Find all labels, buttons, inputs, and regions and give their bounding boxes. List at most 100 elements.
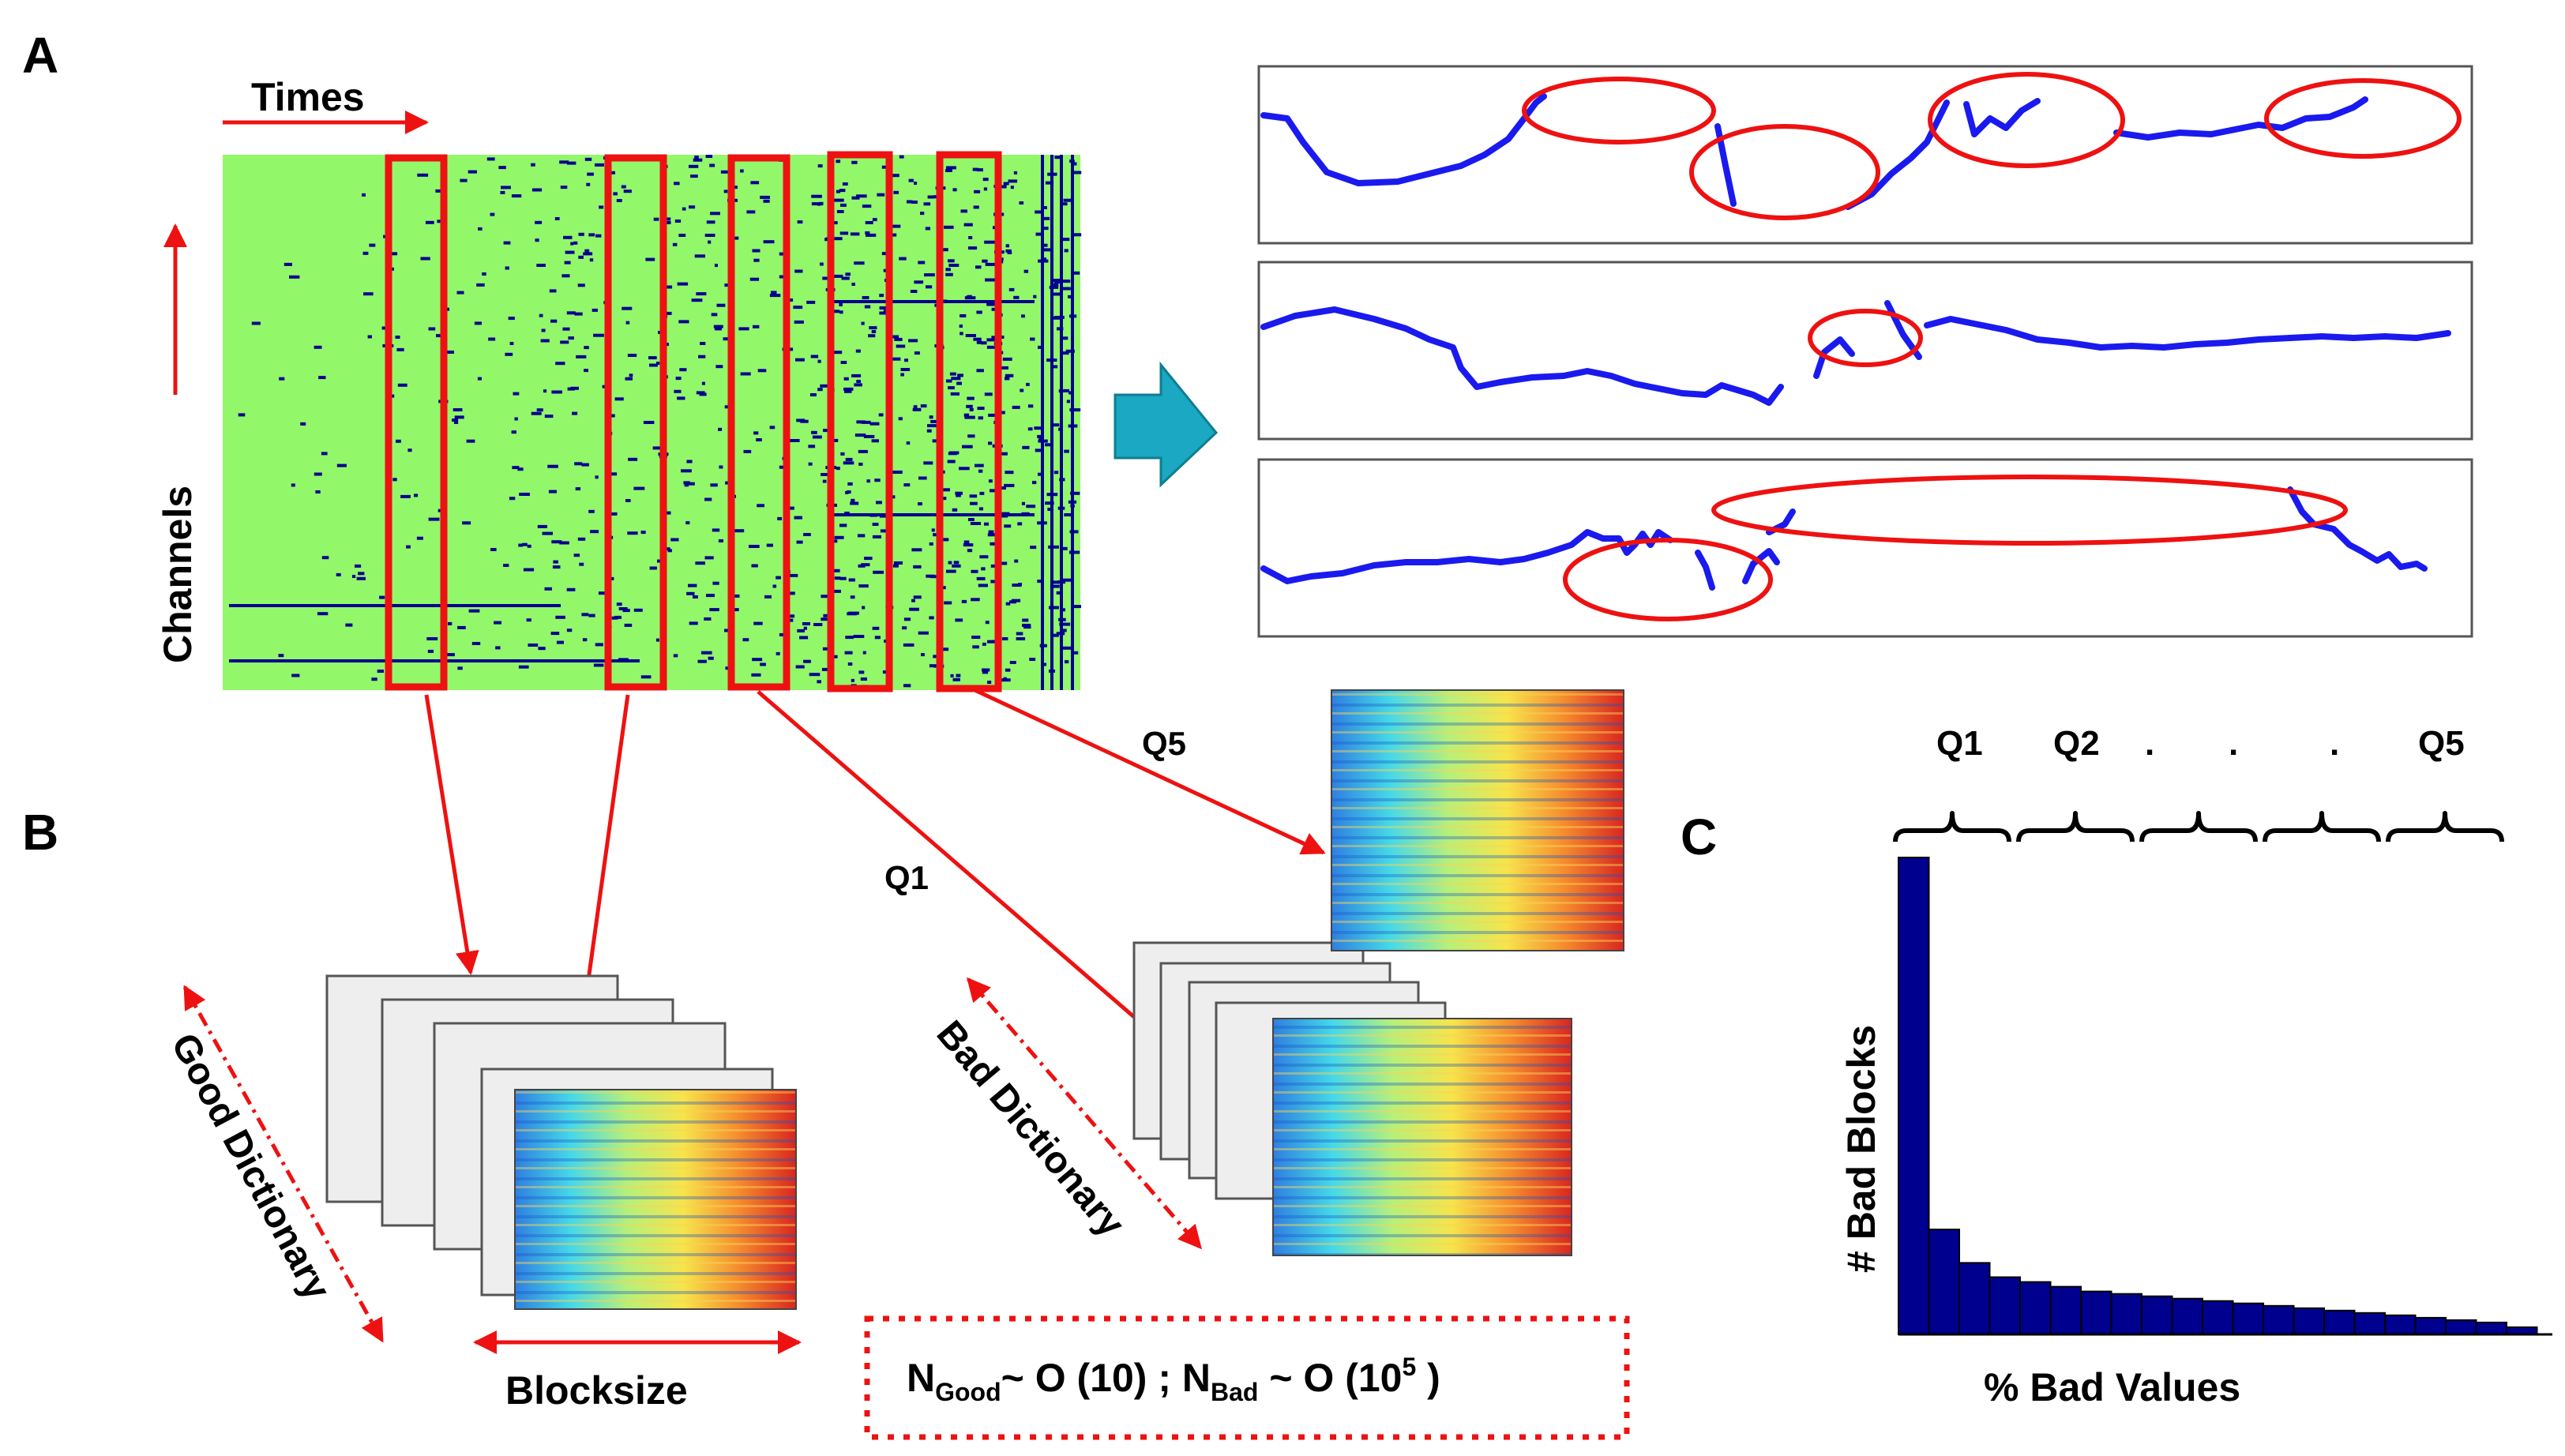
bad-value-mark: [416, 536, 423, 540]
bad-value-mark: [869, 326, 877, 330]
bad-value-mark: [523, 568, 535, 572]
bad-value-mark: [503, 241, 511, 245]
bad-value-mark: [697, 659, 707, 663]
bad-value-mark: [740, 372, 751, 376]
bad-value-mark: [856, 380, 861, 383]
bad-value-mark: [926, 285, 933, 289]
bad-value-mark: [689, 205, 696, 209]
bad-value-mark: [841, 276, 850, 280]
bad-value-mark: [817, 388, 823, 392]
quantile-brace: [1893, 811, 2011, 842]
bad-value-mark: [568, 336, 574, 340]
bad-value-mark: [673, 654, 678, 658]
bad-dictionary-label: Bad Dictionary: [929, 1013, 1133, 1245]
bad-value-mark: [363, 292, 374, 296]
bad-value-mark: [971, 569, 978, 573]
bad-value-mark: [929, 415, 933, 419]
bad-value-mark: [851, 196, 860, 200]
blocksize-label: Blocksize: [505, 1368, 688, 1413]
bad-value-mark: [1026, 505, 1036, 508]
trace-2a: [1260, 306, 1784, 406]
bad-value-mark: [1009, 661, 1016, 664]
bad-value-mark: [850, 232, 860, 236]
bad-value-mark: [468, 609, 480, 613]
bad-value-mark: [823, 614, 828, 617]
bad-value-mark: [966, 404, 973, 408]
bad-value-mark: [941, 488, 950, 492]
anomaly-circle-4: [2264, 78, 2462, 159]
bad-value-mark: [1049, 606, 1059, 610]
bad-value-mark: [674, 389, 682, 393]
bad-value-mark: [975, 265, 982, 269]
bad-value-mark: [531, 163, 535, 167]
bad-value-mark: [577, 283, 585, 287]
bad-value-mark: [1022, 445, 1030, 449]
bad-value-mark: [973, 205, 979, 209]
bad-value-mark: [896, 344, 906, 348]
bad-value-mark: [950, 392, 960, 396]
bad-value-mark: [1008, 287, 1015, 291]
bad-value-mark: [1068, 295, 1072, 298]
bad-value-mark: [712, 528, 720, 532]
bad-value-mark: [858, 564, 866, 568]
bad-value-mark: [583, 252, 593, 256]
bad-value-mark: [753, 325, 760, 328]
bad-value-mark: [314, 472, 322, 476]
bad-value-mark: [984, 240, 995, 244]
trace-panel-2: [1257, 261, 2473, 441]
bad-value-mark: [987, 533, 998, 537]
bad-value-mark: [1014, 559, 1019, 563]
bad-value-mark: [990, 489, 1000, 493]
bad-value-mark: [803, 533, 811, 536]
bad-value-mark: [892, 174, 899, 178]
bad-value-mark: [988, 413, 998, 417]
bad-value-mark: [1034, 426, 1041, 430]
bad-value-mark: [930, 419, 938, 423]
bad-value-mark: [861, 321, 865, 325]
bad-value-mark: [698, 355, 706, 358]
bad-value-mark: [914, 280, 924, 284]
bad-value-mark: [864, 557, 873, 561]
bad-value-mark: [522, 542, 528, 546]
bad-value-mark: [892, 564, 899, 568]
bad-value-mark: [556, 640, 564, 644]
bad-value-mark: [978, 507, 983, 511]
bad-value-mark: [672, 242, 678, 246]
bad-value-mark: [1003, 677, 1007, 681]
bad-value-mark: [690, 174, 698, 178]
bad-value-mark: [471, 642, 481, 645]
bad-value-mark: [686, 460, 693, 463]
bad-value-mark: [912, 407, 922, 411]
bad-value-mark: [933, 533, 940, 537]
bad-value-mark: [753, 431, 759, 435]
bad-value-mark: [811, 202, 823, 206]
block-1: [385, 154, 448, 691]
bad-value-mark: [1030, 546, 1037, 550]
bad-value-mark: [832, 539, 838, 543]
bad-value-mark: [566, 629, 573, 632]
bad-value-mark: [834, 535, 844, 539]
bad-value-mark: [987, 681, 992, 685]
bad-value-mark: [751, 673, 761, 677]
bad-value-mark: [584, 249, 590, 253]
bad-value-column: [1071, 155, 1074, 690]
bad-value-mark: [704, 234, 715, 237]
bad-value-mark: [850, 501, 859, 505]
bad-value-mark: [779, 465, 783, 469]
bad-value-mark: [336, 572, 341, 576]
bad-value-mark: [588, 233, 595, 237]
bad-value-mark: [851, 283, 855, 286]
bad-value-mark: [656, 362, 660, 366]
bad-value-mark: [809, 673, 821, 677]
bad-value-mark: [965, 334, 976, 337]
bad-value-mark: [395, 336, 400, 339]
bad-value-mark: [982, 178, 989, 182]
bad-value-mark: [1053, 423, 1060, 427]
bad-value-mark: [967, 396, 975, 400]
bad-value-mark: [817, 680, 821, 684]
bad-value-mark: [560, 340, 569, 344]
bad-value-mark: [1052, 279, 1062, 282]
bad-value-mark: [598, 591, 607, 595]
bad-value-mark: [968, 518, 975, 521]
